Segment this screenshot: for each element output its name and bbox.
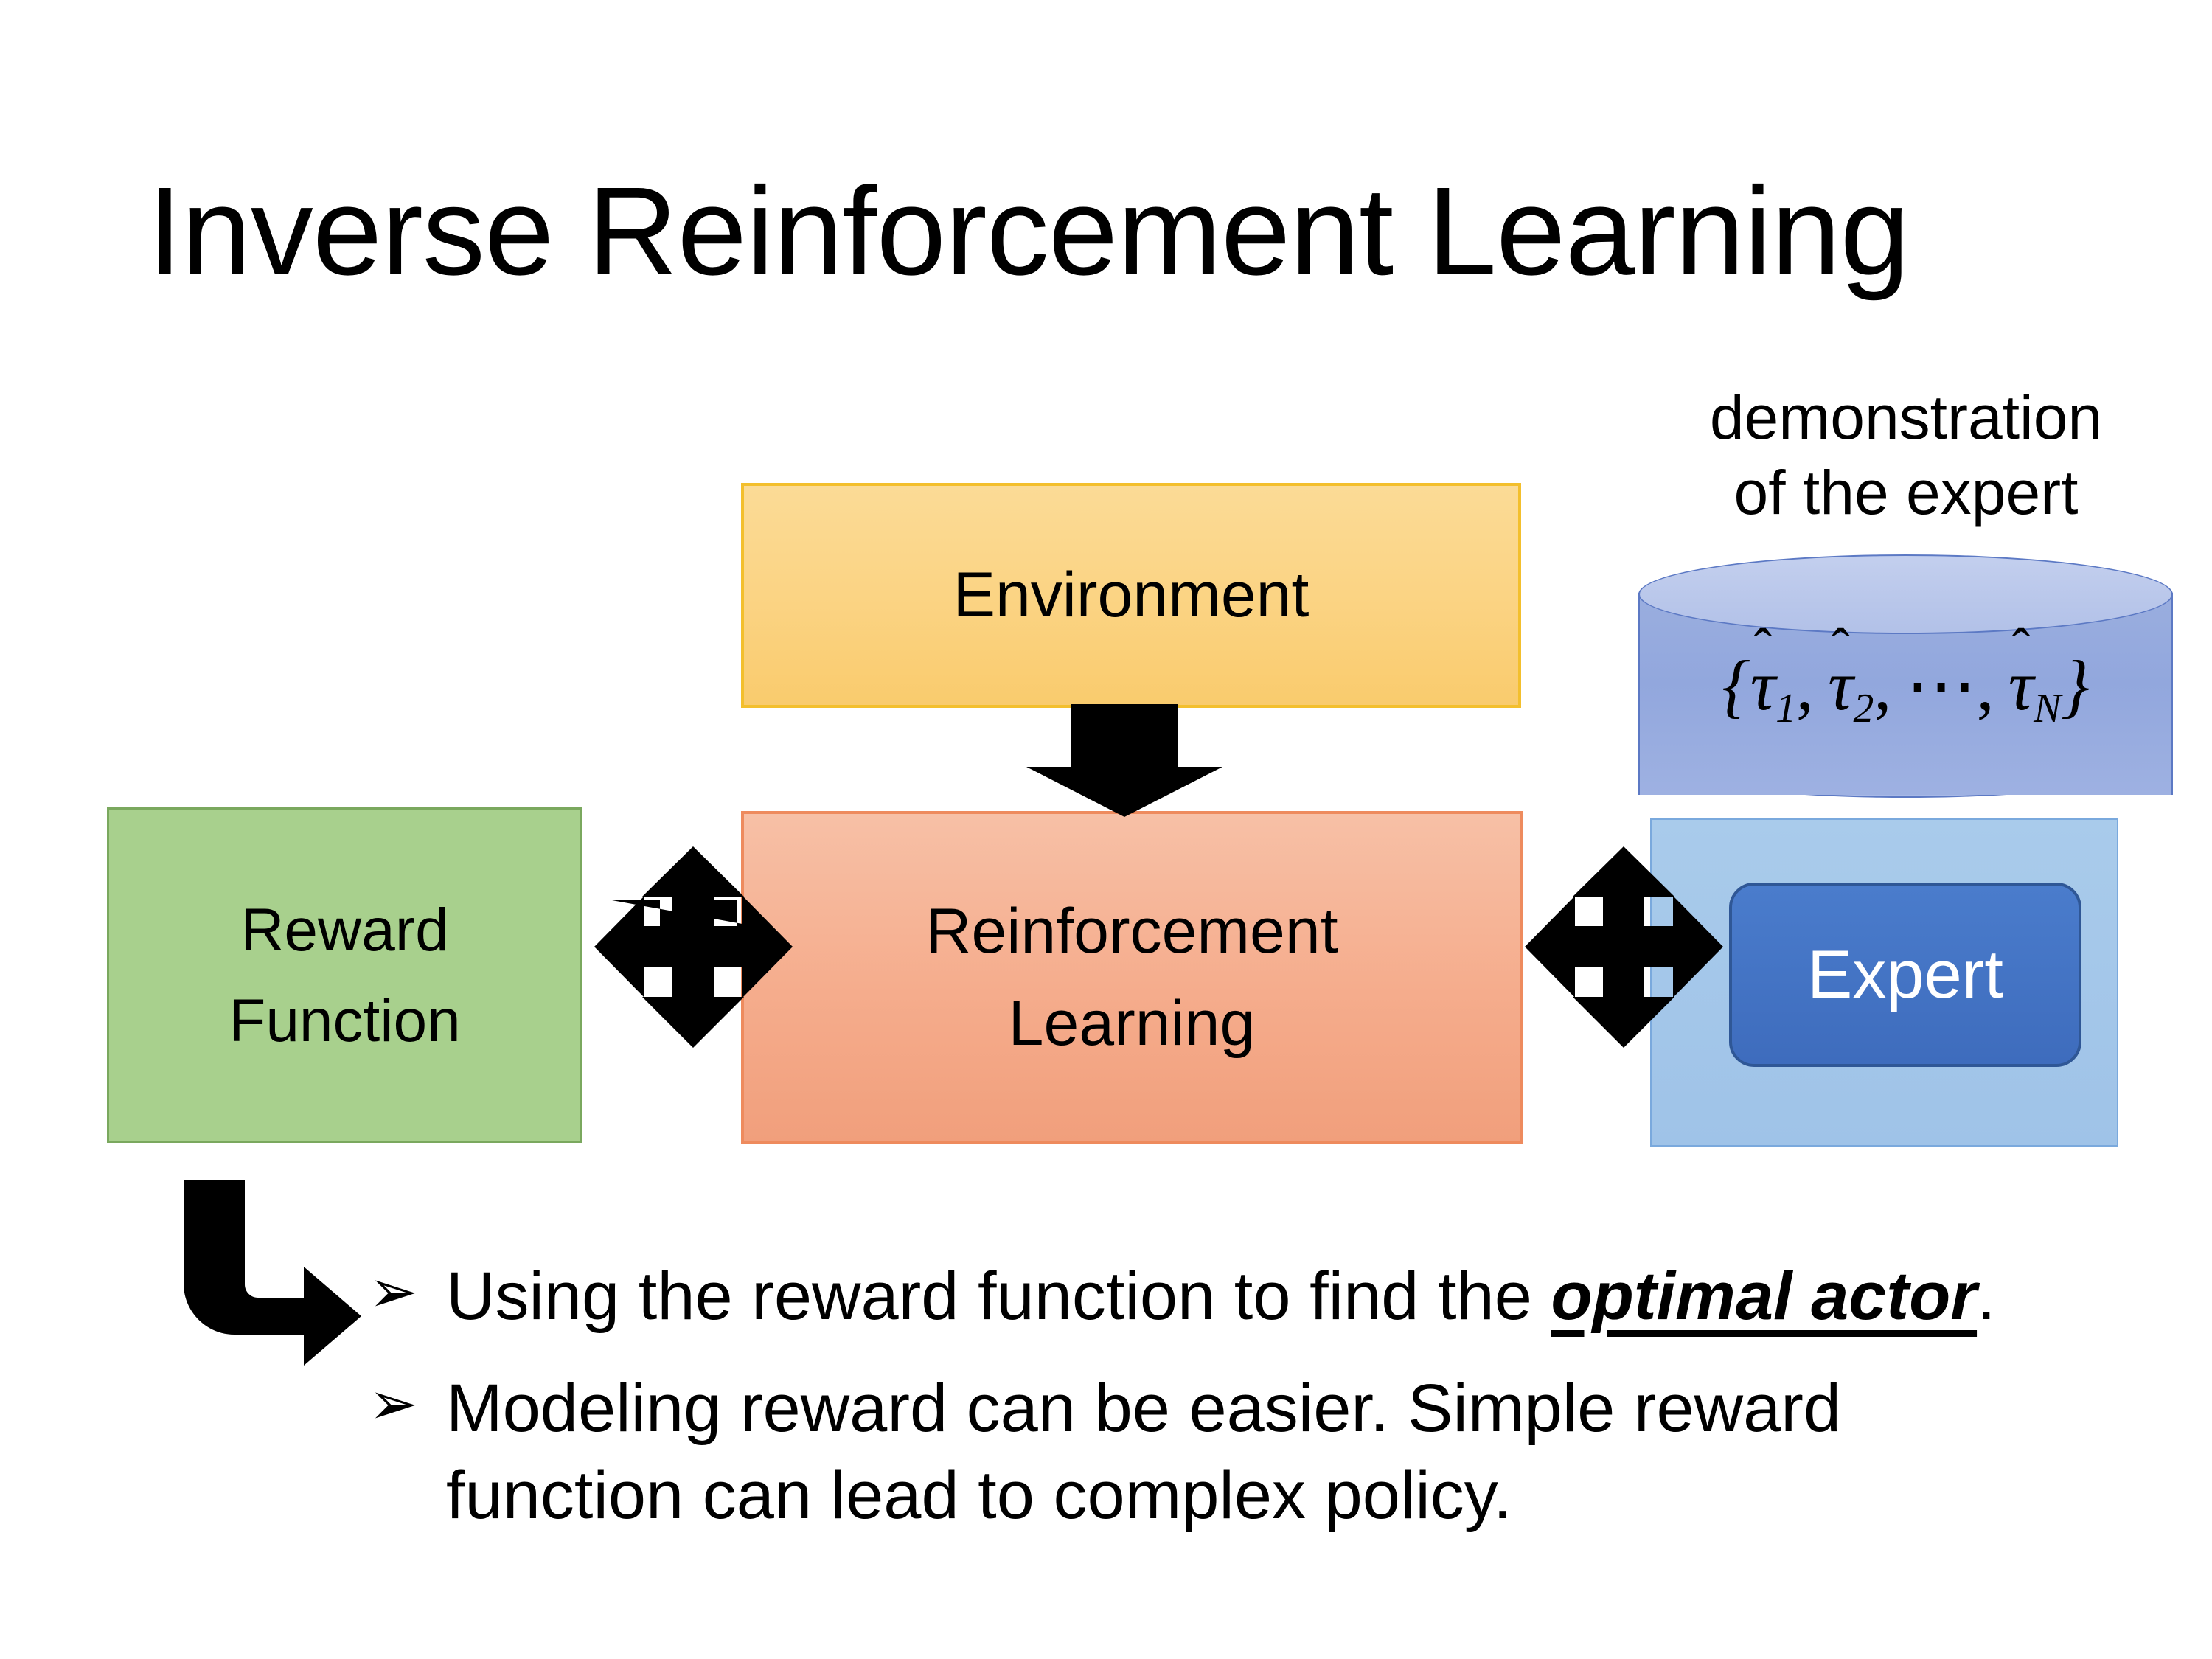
rl-label-line1: Reinforcement <box>925 896 1338 967</box>
formula-sub-1: 1 <box>1775 685 1796 731</box>
bullet-marker-icon: ➢ <box>369 1370 419 1436</box>
bullet-2-text: Modeling reward can be easier. Simple re… <box>446 1370 1842 1533</box>
formula-comma-3: , <box>1976 646 1994 725</box>
expert-chip: Expert <box>1729 883 2081 1067</box>
reinforcement-learning-box: Reinforcement Learning <box>741 811 1523 1144</box>
formula-comma-2: , <box>1874 646 1892 725</box>
page-title: Inverse Reinforcement Learning <box>147 161 1910 302</box>
elbow-arrow-icon <box>184 1180 361 1366</box>
formula-tau-n: τ <box>2008 646 2034 725</box>
environment-label: Environment <box>953 560 1310 630</box>
caption-line1: demonstration <box>1709 383 2103 452</box>
reward-function-box: Reward Function <box>107 807 582 1143</box>
reinforcement-learning-label: Reinforcement Learning <box>925 886 1338 1069</box>
bullet-item-2: ➢ Modeling reward can be easier. Simple r… <box>369 1366 2079 1540</box>
bullet-1-emphasis: optimal actor <box>1551 1259 1978 1334</box>
bullet-1-text-before: Using the reward function to find the <box>446 1259 1551 1334</box>
cylinder-top-ellipse <box>1638 554 2173 634</box>
trajectory-database-cylinder: {̂τ1, ̂τ2, ⋯, ̂τN} <box>1638 554 2173 833</box>
caption-line2: of the expert <box>1733 458 2079 528</box>
bullet-1-text-after: . <box>1977 1259 1996 1334</box>
reward-label-line2: Function <box>229 987 461 1054</box>
rl-label-line2: Learning <box>1008 988 1256 1059</box>
formula-tau-2: τ <box>1828 646 1854 725</box>
environment-box: Environment <box>741 483 1521 708</box>
expert-chip-label: Expert <box>1807 936 2003 1012</box>
formula-tau-1: τ <box>1750 646 1776 725</box>
formula-sub-2: 2 <box>1853 685 1874 731</box>
expert-demonstration-caption: demonstration of the expert <box>1633 380 2179 531</box>
bullet-list: ➢ Using the reward function to find the o… <box>369 1253 2079 1564</box>
bullet-marker-icon: ➢ <box>369 1259 419 1324</box>
reward-label-line1: Reward <box>240 896 449 964</box>
down-block-arrow-icon <box>1026 704 1222 817</box>
formula-close-brace: } <box>2061 646 2090 725</box>
formula-comma-1: , <box>1795 646 1814 725</box>
reward-function-label: Reward Function <box>229 885 461 1066</box>
formula-sub-n: N <box>2034 685 2062 731</box>
formula-ellipsis: ⋯ <box>1905 646 1977 725</box>
formula-open-brace: { <box>1722 646 1750 725</box>
bullet-item-1: ➢ Using the reward function to find the o… <box>369 1253 2079 1340</box>
trajectory-set-formula: {̂τ1, ̂τ2, ⋯, ̂τN} <box>1638 650 2173 729</box>
